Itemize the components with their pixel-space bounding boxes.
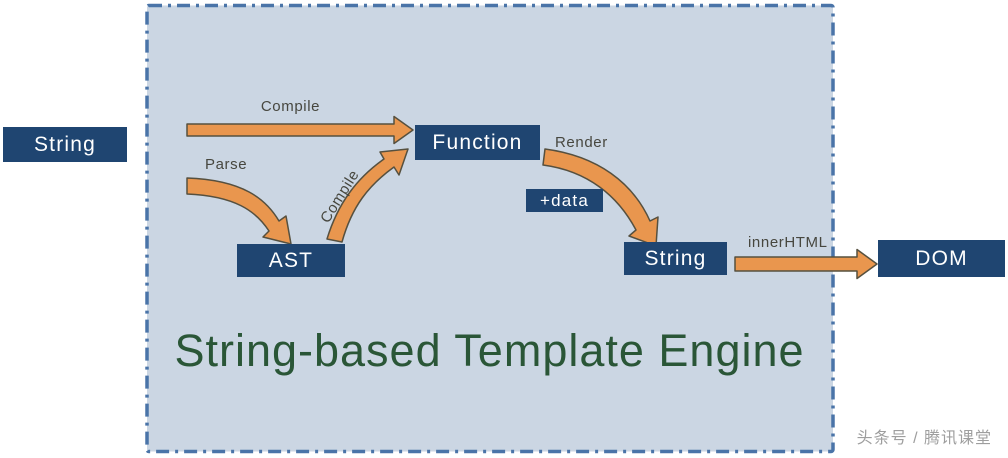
edge-label-compile-direct: Compile	[260, 98, 321, 115]
compile-direct-arrow	[186, 115, 414, 145]
innerhtml-arrow	[734, 248, 878, 280]
node-string-result-label: String	[644, 246, 707, 270]
edge-label-parse: Parse	[205, 156, 248, 173]
node-plus-data: +data	[526, 189, 603, 212]
compile-ast-arrow	[326, 148, 409, 243]
diagram-title: String-based Template Engine	[174, 325, 805, 376]
node-string-source-label: String	[33, 132, 97, 156]
render-arrow	[542, 148, 659, 247]
node-ast: AST	[237, 244, 345, 277]
node-dom-label: DOM	[915, 246, 968, 270]
edge-label-innerhtml: innerHTML	[748, 234, 828, 251]
node-dom: DOM	[878, 240, 1005, 277]
node-ast-label: AST	[268, 248, 314, 272]
node-function: Function	[415, 125, 540, 160]
node-plus-data-label: +data	[539, 190, 589, 210]
node-function-label: Function	[432, 130, 523, 154]
dashed-panel	[145, 3, 835, 454]
watermark-text: 头条号 / 腾讯课堂	[856, 430, 992, 447]
edge-label-render: Render	[555, 134, 608, 151]
node-string-result: String	[624, 242, 727, 275]
node-string-source: String	[3, 127, 127, 162]
